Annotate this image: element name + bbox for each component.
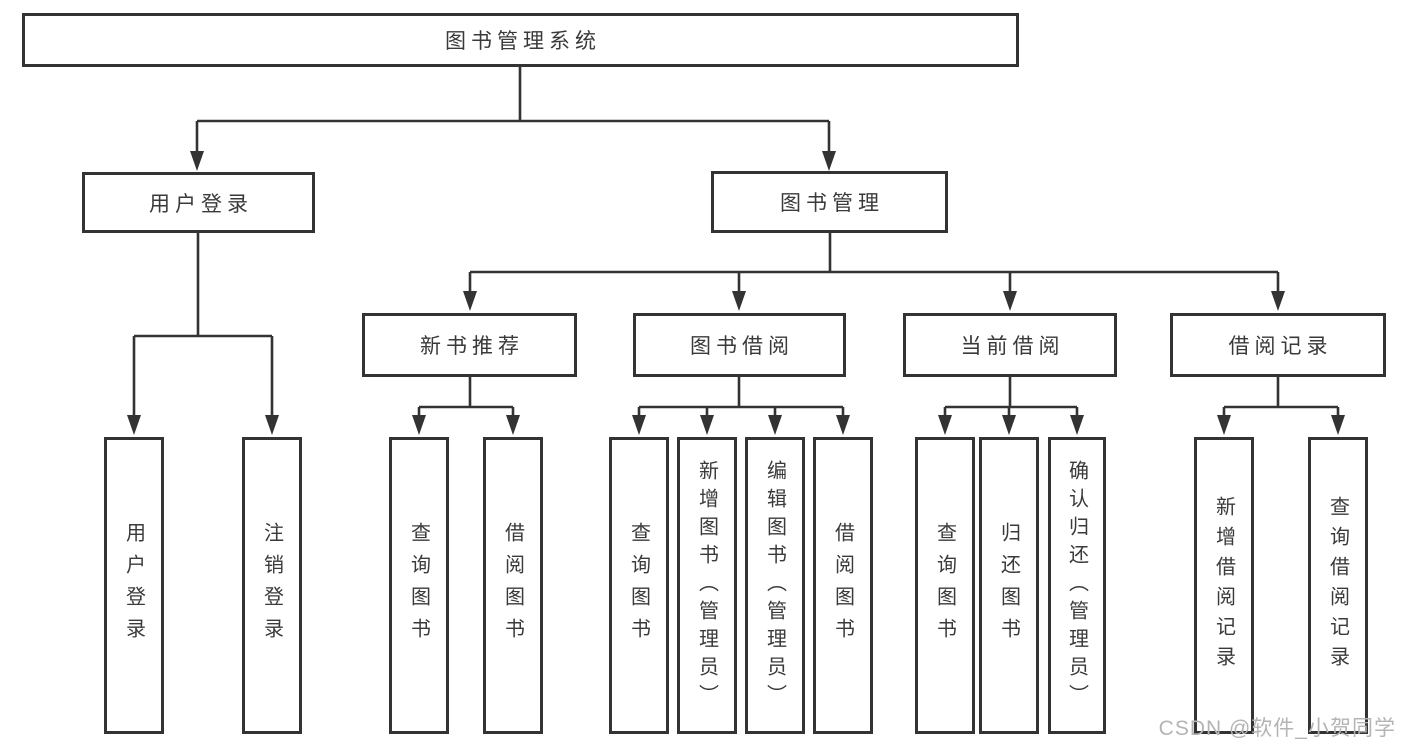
leaf-query-borrow-record: 查询借阅记录	[1308, 437, 1368, 734]
leaf-borrow-book-2: 借阅图书	[813, 437, 873, 734]
leaf-query-book-3: 查询图书	[915, 437, 975, 734]
leaf-query-book-2: 查询图书	[609, 437, 669, 734]
node-user-login: 用户登录	[82, 172, 315, 233]
node-borrow-record: 借阅记录	[1170, 313, 1386, 377]
node-book-management: 图书管理	[711, 171, 948, 233]
leaf-user-login: 用户登录	[104, 437, 164, 734]
leaf-return-book: 归还图书	[979, 437, 1039, 734]
leaf-query-book-1: 查询图书	[389, 437, 449, 734]
node-book-borrow: 图书借阅	[633, 313, 846, 377]
node-current-borrow: 当前借阅	[903, 313, 1117, 377]
leaf-edit-book-admin: 编辑图书（管理员）	[745, 437, 805, 734]
leaf-add-borrow-record: 新增借阅记录	[1194, 437, 1254, 734]
node-new-book-recommend: 新书推荐	[362, 313, 577, 377]
csdn-watermark: CSDN @软件_小贺同学	[1158, 717, 1396, 740]
node-root-system: 图书管理系统	[22, 13, 1019, 67]
leaf-logout: 注销登录	[242, 437, 302, 734]
leaf-confirm-return-admin: 确认归还（管理员）	[1048, 437, 1106, 734]
leaf-borrow-book-1: 借阅图书	[483, 437, 543, 734]
leaf-add-book-admin: 新增图书（管理员）	[677, 437, 737, 734]
